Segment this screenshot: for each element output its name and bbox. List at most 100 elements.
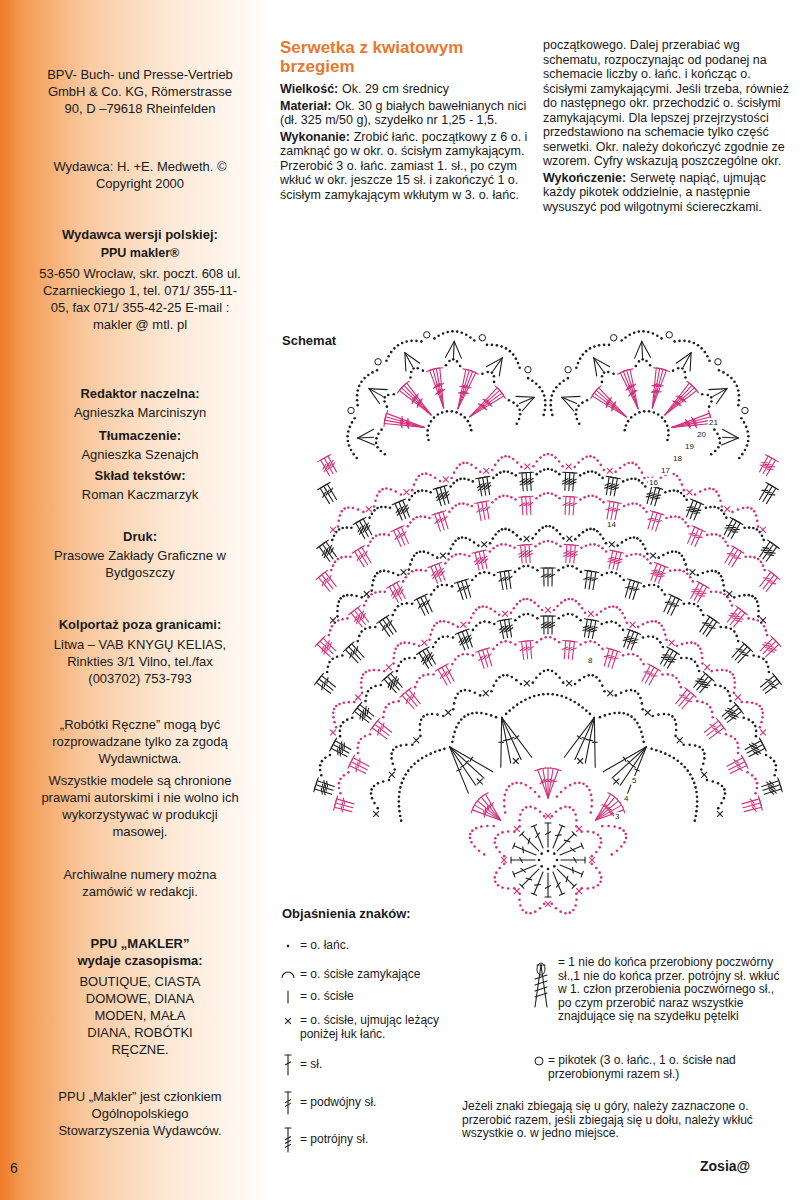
treble-symbol <box>572 642 574 660</box>
chain-dot <box>507 887 510 890</box>
chain-dot <box>467 713 470 716</box>
single-crochet-symbol <box>588 611 593 616</box>
chain-dot <box>466 653 469 656</box>
chain-dot <box>711 711 714 714</box>
chain-dot <box>589 713 592 716</box>
treble-symbol <box>547 568 548 586</box>
chain-dot <box>773 774 776 777</box>
treble-symbol <box>655 495 661 496</box>
chain-dot <box>665 517 668 520</box>
chain-dot <box>613 712 616 715</box>
chain-dot <box>477 544 480 547</box>
treble-symbol <box>400 589 403 594</box>
treble-symbol <box>363 519 372 535</box>
chain-dot <box>597 544 600 547</box>
chain-dot <box>540 865 543 868</box>
chain-dot <box>343 774 346 777</box>
chain-dot <box>370 792 373 795</box>
treble-symbol <box>636 581 642 583</box>
chain-dot <box>583 676 586 679</box>
treble-symbol <box>357 555 360 560</box>
chain-dot <box>616 849 619 852</box>
treble-symbol <box>359 758 360 764</box>
chain-dot <box>572 809 575 812</box>
single-crochet-symbol <box>677 738 682 743</box>
chain-dot <box>743 594 746 597</box>
single-crochet-symbol <box>690 570 695 575</box>
chain-dot <box>331 625 334 628</box>
chain-dot <box>373 802 376 805</box>
treble-symbol <box>583 629 589 631</box>
chain-dot <box>335 705 338 708</box>
chain-dot <box>339 792 342 795</box>
chain-dot <box>449 547 452 550</box>
cluster-symbol <box>450 747 484 778</box>
chain-dot <box>529 805 532 808</box>
chain-dot <box>362 673 365 676</box>
chain-dot <box>518 567 521 570</box>
chain-dot <box>383 570 386 573</box>
single-crochet-symbol <box>524 536 529 541</box>
cluster-symbol <box>575 717 594 759</box>
cluster-symbol <box>624 757 627 761</box>
chain-dot <box>485 606 488 609</box>
treble-symbol <box>520 857 523 862</box>
chain-dot <box>500 641 503 644</box>
treble-symbol <box>656 514 662 531</box>
treble-symbol <box>391 674 403 688</box>
treble-symbol <box>738 650 750 663</box>
chain-dot <box>627 503 630 506</box>
treble-symbol <box>707 724 721 735</box>
single-crochet-symbol <box>760 618 765 623</box>
single-crochet-symbol <box>461 622 466 627</box>
chain-dot <box>442 635 445 638</box>
single-crochet-symbol <box>669 640 674 645</box>
treble-symbol <box>443 512 448 529</box>
chain-dot <box>457 722 460 725</box>
chain-dot <box>495 680 498 683</box>
treble-symbol <box>527 553 532 556</box>
treble-symbol <box>642 665 650 681</box>
chain-dot <box>556 795 559 798</box>
chain-dot <box>690 658 693 661</box>
chain-dot <box>418 644 421 647</box>
chain-dot <box>696 700 699 703</box>
treble-symbol <box>623 807 625 813</box>
chain-dot <box>591 863 594 866</box>
chain-dot <box>447 552 450 555</box>
treble-symbol <box>323 544 333 559</box>
treble-symbol <box>367 526 370 531</box>
chain-dot <box>527 565 530 568</box>
treble-symbol <box>725 547 734 562</box>
chain-dot <box>419 515 422 518</box>
chain-dot <box>569 784 572 787</box>
chain-dot <box>709 706 712 709</box>
chain-dot <box>599 533 602 536</box>
single-crochet-symbol <box>727 591 732 596</box>
treble-symbol <box>323 570 328 574</box>
cluster-symbol <box>620 747 646 785</box>
chain-dot <box>593 528 596 531</box>
treble-symbol <box>644 671 650 672</box>
chain-dot <box>497 833 500 836</box>
chain-dot <box>367 690 370 693</box>
chain-dot <box>526 598 529 601</box>
chain-dot <box>694 660 697 663</box>
chain-dot <box>494 533 497 536</box>
chain-dot <box>696 800 699 803</box>
treble-symbol <box>422 602 425 607</box>
chain-dot <box>341 654 344 657</box>
chain-dot <box>717 807 720 810</box>
chain-dot <box>647 635 650 638</box>
chain-dot <box>375 534 378 537</box>
chain-dot <box>460 718 463 721</box>
chain-dot <box>664 633 667 636</box>
chain-dot <box>634 690 637 693</box>
chain-dot <box>614 694 617 697</box>
treble-symbol <box>571 641 577 643</box>
treble-symbol <box>322 647 324 653</box>
chain-dot <box>694 744 697 747</box>
single-crochet-symbol <box>482 542 487 547</box>
single-crochet-symbol <box>364 591 369 596</box>
treble-symbol <box>481 797 500 820</box>
